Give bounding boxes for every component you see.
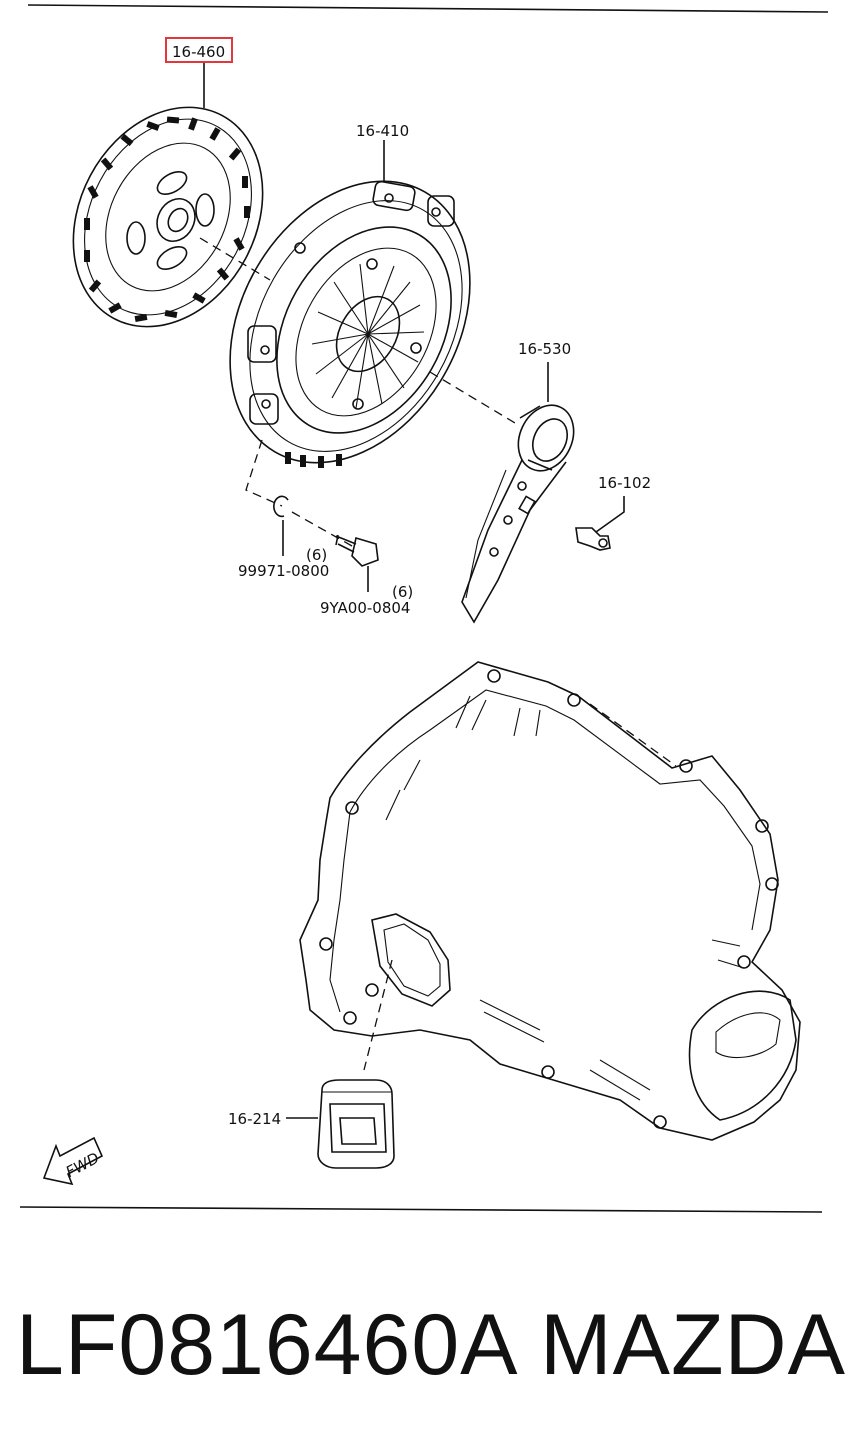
footer: LF0816460A MAZDA (0, 1290, 864, 1400)
bolt (335, 534, 379, 592)
callout-washer-qty: (6) (306, 546, 327, 564)
callout-boot: 16-214 (228, 1110, 281, 1128)
callout-pivot-bolt: 16-102 (598, 474, 651, 492)
bottom-border (19, 1206, 823, 1213)
highlight-box (165, 37, 233, 63)
clutch-disc (72, 62, 264, 328)
pivot-bolt (575, 496, 625, 551)
clutch-exploded-diagram: FWD 16-460 16-410 16-530 16-102 (6) 9997… (19, 4, 829, 1213)
pressure-plate (229, 140, 471, 468)
callout-washer: 99971-0800 (238, 562, 329, 580)
top-border (27, 4, 829, 13)
fwd-arrow-icon: FWD (42, 1136, 104, 1186)
brand-name: MAZDA (540, 1297, 846, 1393)
axis-line-bolt (291, 511, 353, 547)
callout-pressure-plate: 16-410 (356, 122, 409, 140)
callout-bolt: 9YA00-0804 (320, 599, 410, 617)
callout-bolt-qty: (6) (392, 583, 413, 601)
washer (273, 495, 289, 556)
axis-line-washer (245, 439, 283, 507)
callout-release-bearing: 16-530 (518, 340, 571, 358)
callout-clutch-disc: 16-460 (172, 43, 225, 61)
part-number: LF0816460A (16, 1297, 519, 1393)
transaxle-housing (299, 661, 801, 1141)
fwd-arrow-label: FWD (63, 1149, 102, 1181)
release-bearing (517, 362, 575, 472)
axis-line-upper (199, 237, 271, 281)
axis-line-middle (429, 371, 521, 427)
release-fork (461, 459, 567, 624)
clutch-boot (286, 1079, 395, 1169)
